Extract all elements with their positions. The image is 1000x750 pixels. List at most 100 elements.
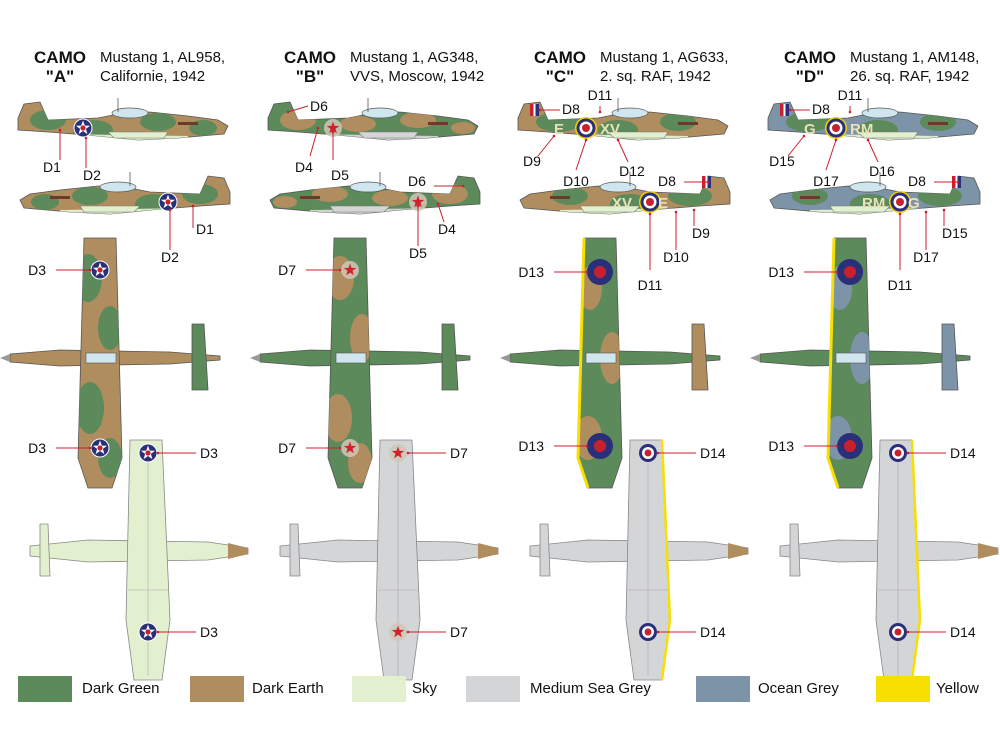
aircraft-info-line: Mustang 1, AL958,: [100, 49, 226, 66]
legend-label: Medium Sea Grey: [530, 680, 651, 697]
callout-d8: D8: [538, 101, 580, 117]
wing-roundel: [587, 259, 613, 285]
camo-letter: "C": [545, 67, 575, 86]
callout-label: D2: [161, 249, 179, 265]
callout-label: D9: [692, 225, 710, 241]
callout-d10: D10: [663, 210, 689, 265]
camo-word: CAMO: [284, 48, 336, 67]
callout-d13: D13: [518, 264, 589, 280]
fuselage-roundel: [889, 191, 911, 213]
camo-title: CAMO"C": [526, 48, 594, 86]
camo-column-d: CAMO"D"Mustang 1, AM148,26. sq. RAF, 194…: [750, 0, 1000, 681]
callout-d8: D8: [908, 173, 960, 189]
bottom-view: [779, 439, 999, 681]
fuselage-roundel: [575, 117, 597, 139]
callout-d13: D13: [518, 438, 589, 454]
aircraft-info-line: Californie, 1942: [100, 68, 206, 85]
legend-swatch: [876, 676, 930, 702]
camo-word: CAMO: [784, 48, 836, 67]
callout-under: D14: [656, 624, 726, 640]
legend-swatch: [696, 676, 750, 702]
callout-d5: D5: [409, 204, 427, 261]
underwing-insignia: [639, 444, 657, 462]
callout-label: D16: [869, 163, 895, 179]
legend-swatch: [18, 676, 72, 702]
fin-flash: [780, 104, 789, 116]
callout-d3: D7: [278, 262, 342, 278]
callout-d12: D12: [616, 138, 645, 179]
callout-label: D6: [408, 173, 426, 189]
callout-label: D13: [518, 264, 544, 280]
callout-under: D14: [656, 445, 726, 461]
top-view: [250, 237, 471, 489]
callout-d3: D3: [28, 440, 92, 456]
callout-d11: D11: [838, 87, 863, 114]
side-view-right: [269, 172, 481, 215]
underwing-insignia: [138, 443, 158, 463]
callout-label: D12: [619, 163, 645, 179]
callout-d12: D16: [866, 138, 895, 179]
camo-letter: "A": [45, 67, 75, 86]
legend-label: Ocean Grey: [758, 680, 839, 697]
callout-label: D4: [295, 159, 313, 175]
legend-swatch: [466, 676, 520, 702]
squadron-code: RM: [862, 195, 885, 212]
wing-roundel: [587, 433, 613, 459]
squadron-code: XV: [600, 121, 620, 138]
callout-label: D11: [638, 277, 663, 293]
side-view-left: [267, 98, 479, 141]
fuselage-insignia: [73, 118, 93, 138]
underwing-insignia: [389, 444, 407, 462]
callout-d9: D15: [942, 208, 968, 241]
bottom-view: [29, 439, 249, 681]
callout-label: D14: [950, 445, 976, 461]
side-view-left: [517, 98, 729, 141]
callout-label: D11: [588, 87, 613, 103]
callout-under: D14: [906, 445, 976, 461]
camo-word: CAMO: [34, 48, 86, 67]
callout-d9: D9: [692, 208, 710, 241]
callout-label: D10: [663, 249, 689, 265]
callout-d10: D17: [813, 138, 839, 189]
callout-label: D3: [200, 445, 218, 461]
squadron-code: G: [804, 121, 816, 138]
top-view: [750, 237, 971, 489]
callout-label: D8: [658, 173, 676, 189]
squadron-code: RM: [850, 121, 873, 138]
wing-roundel: [837, 433, 863, 459]
fuselage-roundel: [639, 191, 661, 213]
legend-label: Dark Earth: [252, 680, 324, 697]
callout-label: D14: [700, 624, 726, 640]
callout-label: D17: [913, 249, 939, 265]
legend-label: Sky: [412, 680, 438, 697]
callout-d11: D11: [638, 212, 663, 293]
wing-insignia: [341, 261, 359, 279]
side-view-left: [17, 98, 229, 141]
callout-under: D7: [406, 624, 468, 640]
callout-d8: D8: [658, 173, 710, 189]
callout-d3: D7: [278, 440, 342, 456]
callout-label: D9: [523, 153, 541, 169]
callout-d13: D13: [768, 438, 839, 454]
aircraft-info-line: 2. sq. RAF, 1942: [600, 68, 711, 85]
squadron-code: G: [908, 195, 920, 212]
wing-insignia: [90, 438, 110, 458]
aircraft-info-line: VVS, Moscow, 1942: [350, 68, 485, 85]
callout-label: D11: [838, 87, 863, 103]
aircraft-info: Mustang 1, AG348,VVS, Moscow, 1942: [350, 48, 484, 86]
callout-d4: D4: [436, 202, 456, 237]
callout-label: D11: [888, 277, 913, 293]
callout-label: D17: [813, 173, 839, 189]
callout-d6: D6: [286, 98, 328, 114]
callout-d9: D15: [769, 134, 806, 169]
callout-label: D7: [450, 624, 468, 640]
callout-label: D1: [196, 221, 214, 237]
callout-label: D15: [942, 225, 968, 241]
callout-label: D13: [768, 438, 794, 454]
callout-under: D3: [156, 445, 218, 461]
callout-label: D10: [563, 173, 589, 189]
